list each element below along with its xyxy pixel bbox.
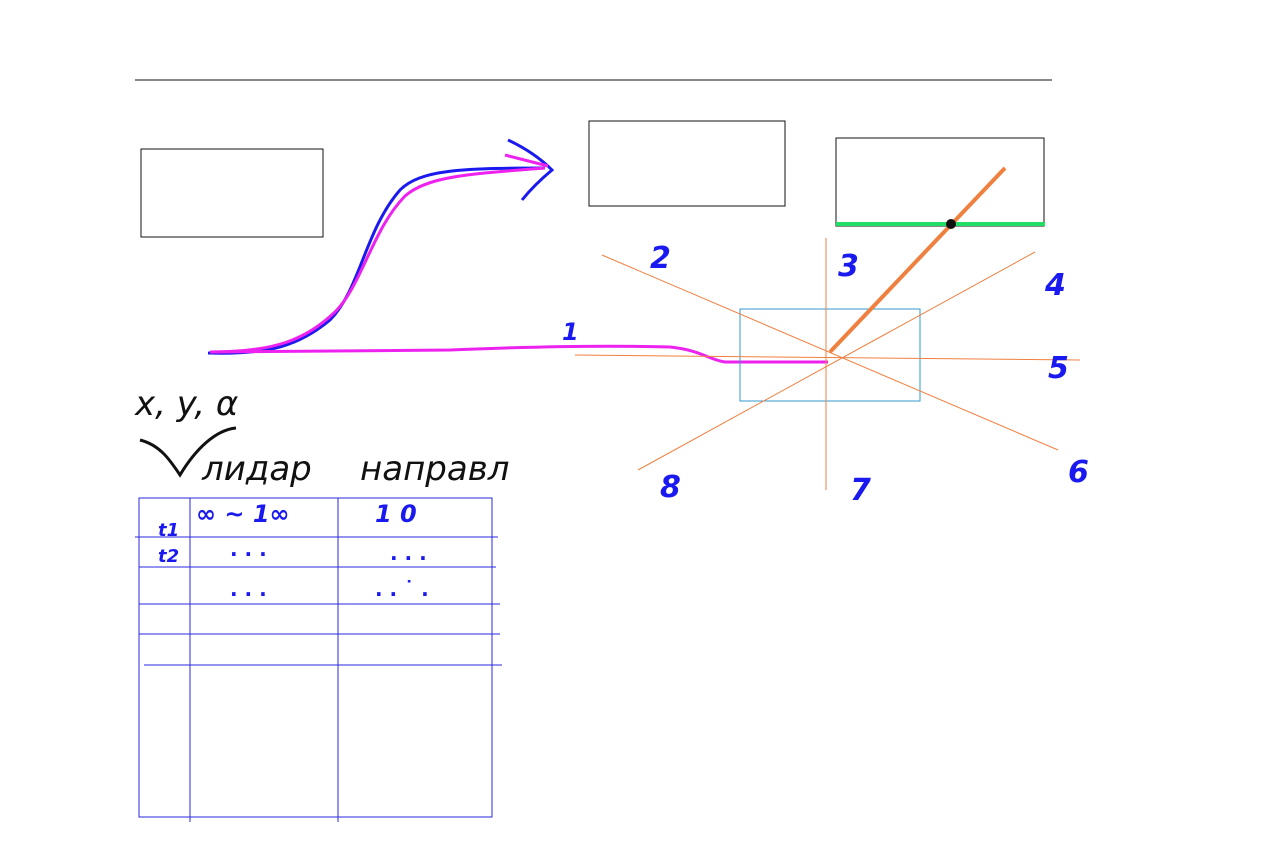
start-box: [140, 148, 324, 238]
direction-label-4: 4: [1044, 268, 1066, 303]
s-curve-blue: [207, 166, 546, 355]
table-cell-dist-1: ∞ ~ 1∞: [196, 500, 290, 528]
direction-label-2: 2: [650, 241, 671, 276]
arrow-right-icon: [504, 138, 555, 201]
s-curve-magenta: [209, 166, 546, 354]
data-table: [135, 497, 502, 822]
direction-label-5: 5: [1048, 351, 1069, 386]
table-cell-dir-3: . . ˙ .: [375, 577, 429, 601]
row-label-t2: t2: [158, 546, 179, 567]
intersection-dot-icon: [946, 219, 956, 229]
column-header-dir: направл: [360, 449, 509, 489]
ray-diagonal-a: [601, 254, 1059, 451]
ray-diagonal-b: [637, 251, 1036, 471]
direction-label-6: 6: [1068, 455, 1089, 490]
table-cell-dist-2: . . .: [230, 537, 267, 561]
path-to-robot: [209, 344, 828, 364]
target-box: [588, 120, 786, 207]
table-border: [138, 497, 493, 818]
hit-ray: [828, 166, 1007, 354]
ray-horizontal: [574, 354, 1081, 361]
lidar-rays: [574, 238, 1081, 490]
direction-label-7: 7: [850, 473, 871, 508]
row-label-t1: t1: [158, 520, 179, 541]
direction-label-1: 1: [562, 318, 579, 346]
column-header-dist: лидар: [201, 449, 312, 489]
table-cell-dist-3: . . .: [230, 577, 267, 601]
wall-box: [835, 137, 1045, 227]
direction-label-3: 3: [838, 249, 859, 284]
robot-box: [739, 308, 921, 402]
table-cell-dir-1: 1 0: [375, 500, 417, 528]
direction-label-8: 8: [660, 470, 681, 505]
checkmark-icon: [139, 426, 237, 478]
table-cell-dir-2: . . .: [390, 541, 427, 565]
coords-note: x, y, α: [134, 384, 238, 424]
